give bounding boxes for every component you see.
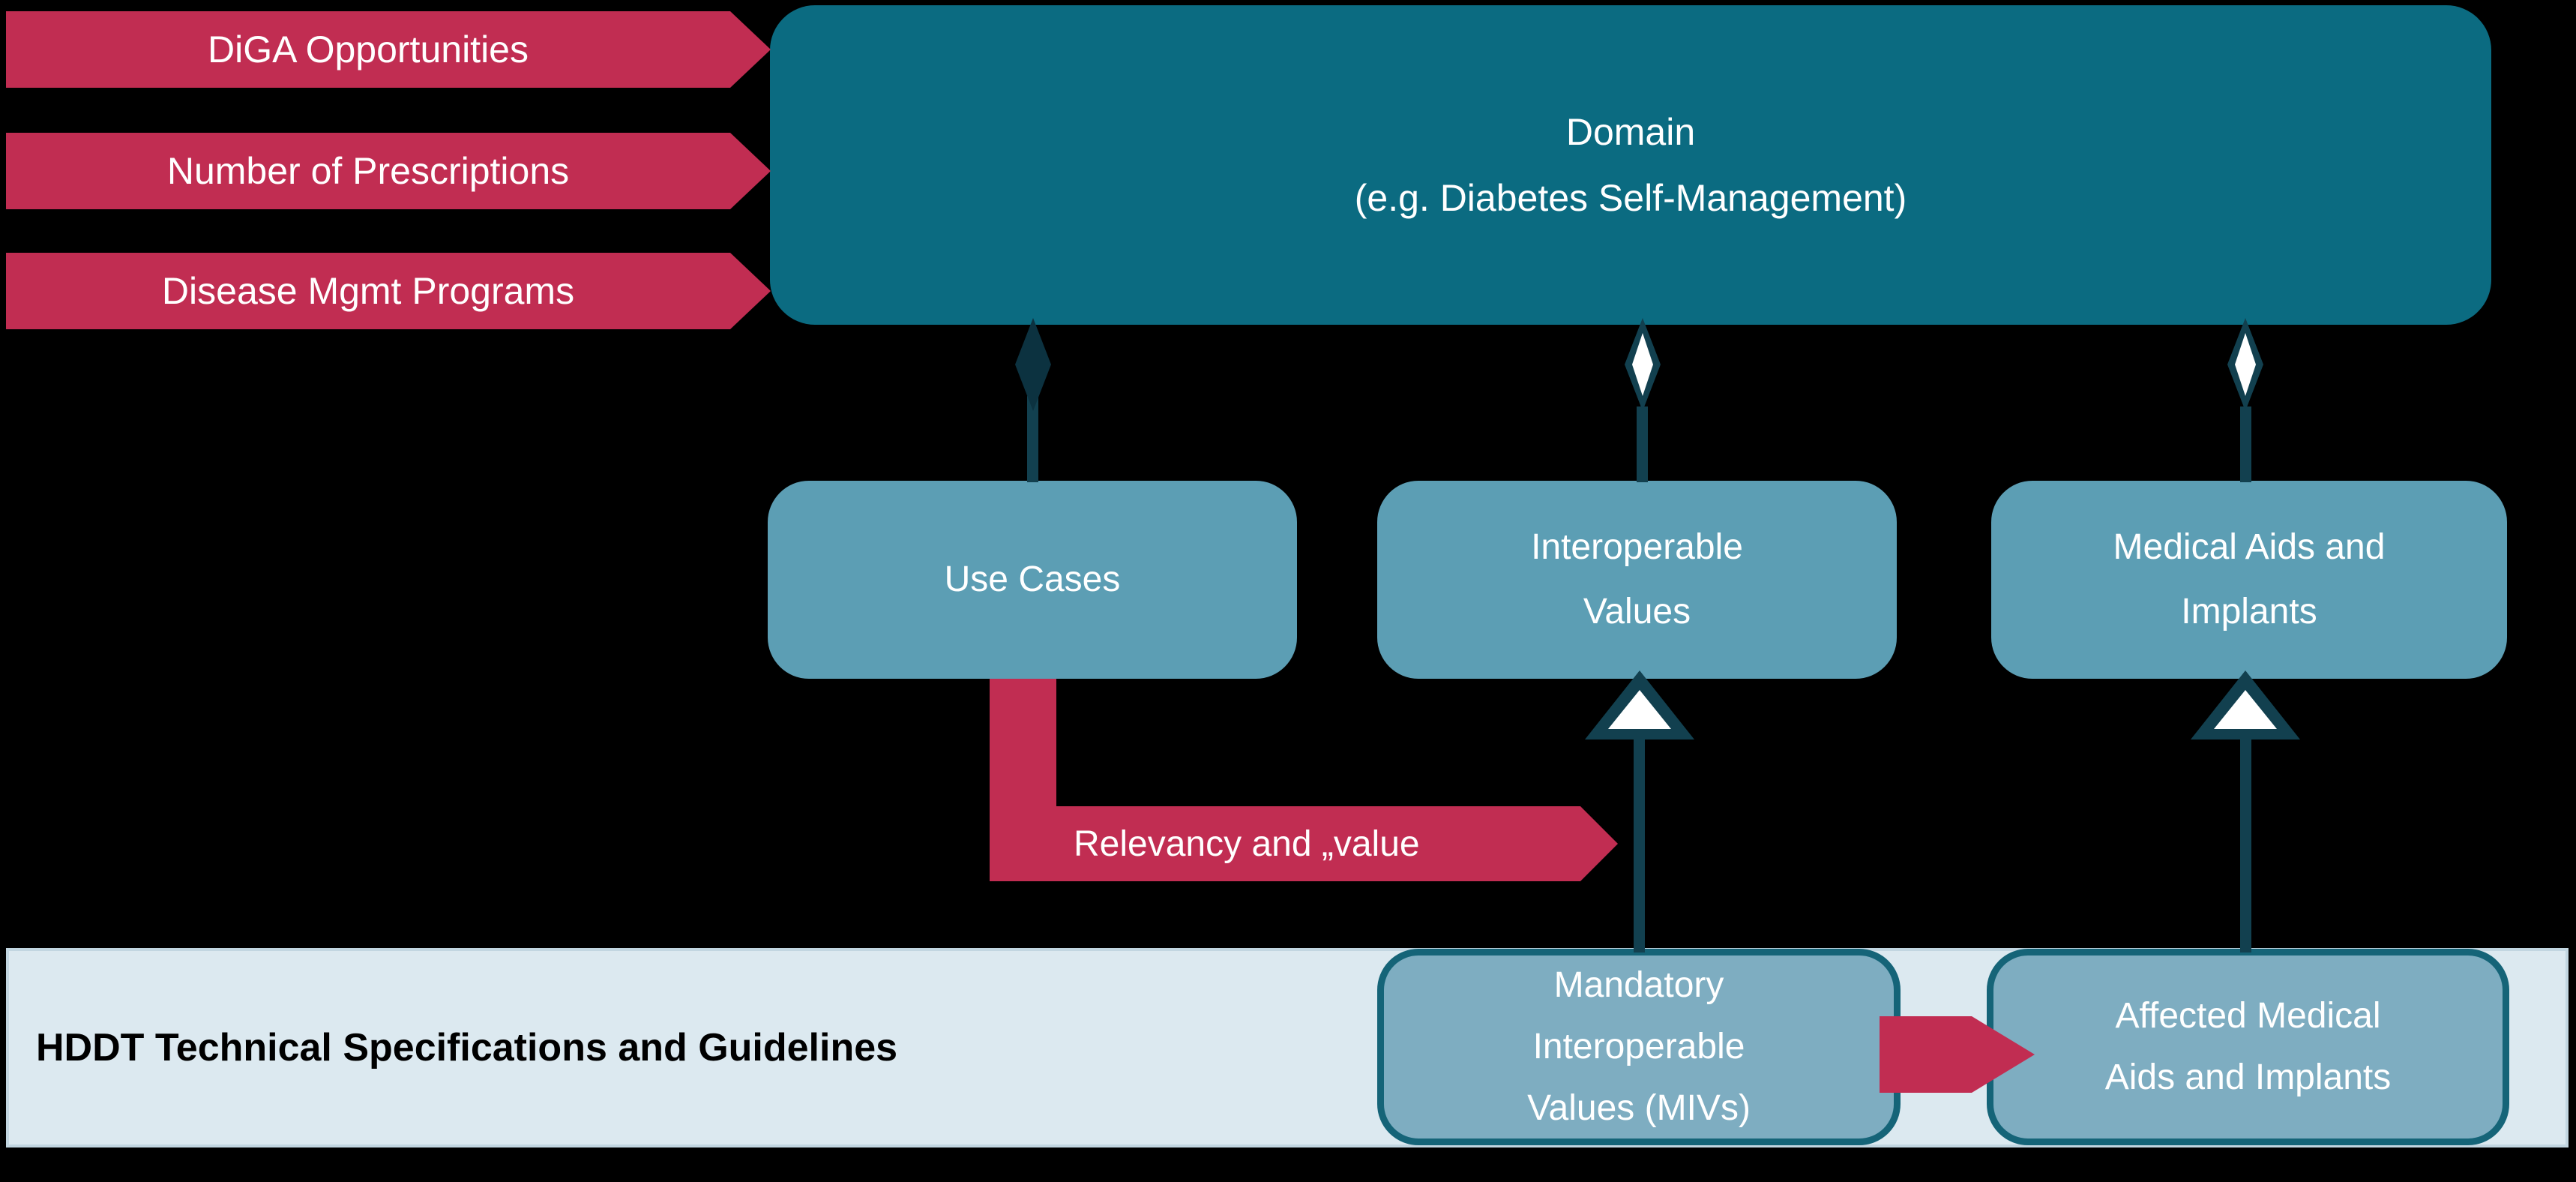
relevancy-arrow-label: Relevancy and „value — [1074, 824, 1420, 864]
composition-diamond-icon — [1015, 318, 1051, 411]
inheritance-triangle-icon — [2191, 670, 2300, 740]
use-cases-box: Use Cases — [768, 481, 1297, 679]
banner-label: Disease Mgmt Programs — [161, 270, 575, 312]
diamond-fill — [2235, 333, 2256, 396]
mivs-inheritance-line — [1634, 738, 1645, 952]
aggregation-diamond-icon — [2227, 318, 2263, 411]
affected-medical-aids-box: Affected Medical Aids and Implants — [1987, 949, 2509, 1145]
medical-aids-box: Medical Aids and Implants — [1991, 481, 2507, 679]
triangle-fill — [1608, 690, 1671, 729]
interoperable-values-box: Interoperable Values — [1377, 481, 1897, 679]
medical-aids-domain-line — [2240, 406, 2251, 482]
mivs-label: Mandatory Interoperable Values (MIVs) — [1527, 965, 1751, 1128]
domain-box: Domain (e.g. Diabetes Self-Management) — [770, 5, 2491, 325]
aggregation-diamond-icon — [1625, 318, 1661, 411]
affected-label: Affected Medical Aids and Implants — [2104, 996, 2392, 1097]
interoperable-values-label: Interoperable Values — [1531, 527, 1743, 632]
affected-inheritance-line — [2240, 738, 2251, 952]
banner-diga-opportunities: DiGA Opportunities — [6, 11, 771, 88]
mandatory-interoperable-values-box: Mandatory Interoperable Values (MIVs) — [1377, 949, 1901, 1145]
banner-label: DiGA Opportunities — [208, 28, 529, 70]
hddt-band-title: HDDT Technical Specifications and Guidel… — [36, 1026, 898, 1070]
domain-subtitle: (e.g. Diabetes Self-Management) — [1354, 177, 1907, 219]
domain-title: Domain — [1565, 111, 1696, 153]
relevancy-arrow: Relevancy and „value — [990, 806, 1618, 881]
medical-aids-label: Medical Aids and Implants — [2113, 527, 2386, 632]
banner-disease-mgmt-programs: Disease Mgmt Programs — [6, 253, 771, 329]
banner-label: Number of Prescriptions — [166, 150, 570, 192]
use-cases-label: Use Cases — [944, 560, 1121, 599]
banner-number-of-prescriptions: Number of Prescriptions — [6, 133, 771, 209]
interoperable-values-domain-line — [1637, 406, 1648, 482]
triangle-fill — [2214, 690, 2277, 729]
diamond-fill — [1632, 333, 1653, 396]
inheritance-triangle-icon — [1585, 670, 1694, 740]
use-cases-domain-line — [1027, 396, 1038, 482]
